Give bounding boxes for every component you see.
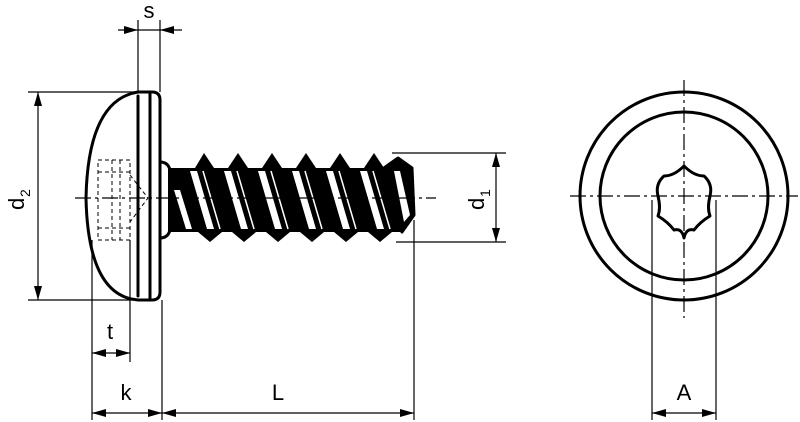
- front-view: [570, 80, 798, 318]
- washer-flange: [136, 90, 162, 302]
- dimensions-side: s d 2 d 1 t k: [4, 0, 506, 420]
- dim-label-L: L: [272, 380, 284, 405]
- torx-recess-hidden: [97, 159, 149, 241]
- svg-text:2: 2: [17, 189, 33, 197]
- thread-tip: [382, 156, 416, 234]
- dim-label-k: k: [121, 380, 133, 405]
- svg-text:d: d: [4, 198, 29, 210]
- dim-label-t: t: [107, 319, 113, 344]
- dim-label-d1: d 1: [464, 189, 493, 210]
- svg-text:1: 1: [477, 189, 493, 197]
- side-view: [75, 90, 436, 302]
- dim-label-A: A: [677, 380, 692, 405]
- svg-text:d: d: [464, 198, 489, 210]
- dimension-A: A: [651, 200, 717, 420]
- dim-label-s: s: [144, 0, 155, 23]
- dim-label-d2: d 2: [4, 189, 33, 210]
- shank-neck: [158, 160, 172, 240]
